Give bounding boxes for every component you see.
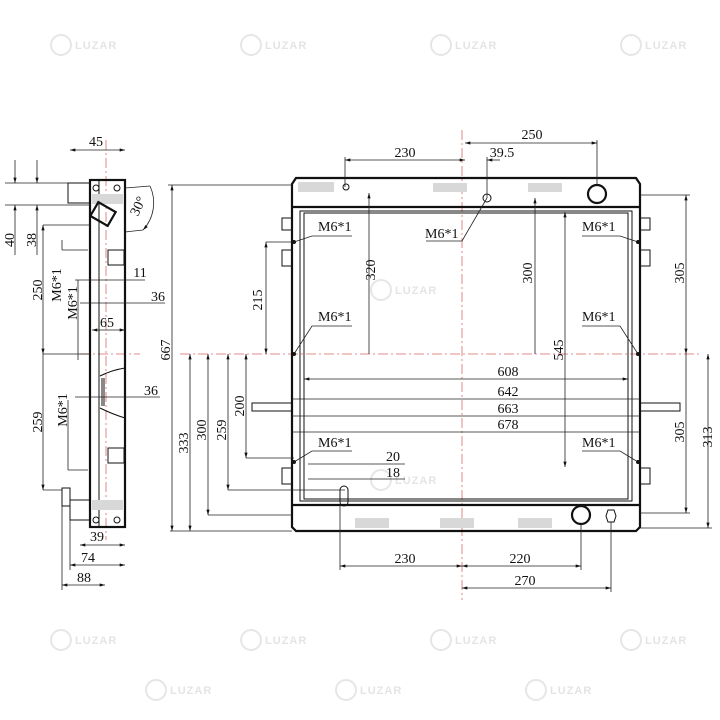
- dim-259: 259: [215, 420, 230, 441]
- dim-38: 38: [25, 233, 40, 247]
- thread-label: M6*1: [318, 220, 351, 235]
- dim-250: 250: [522, 128, 543, 143]
- watermark-text: LUZAR: [75, 635, 117, 647]
- dim-36: 36: [151, 290, 165, 305]
- watermark-logo-icon: [370, 279, 392, 301]
- thread-label: M6*1: [582, 436, 615, 451]
- watermark-logo-icon: [525, 679, 547, 701]
- watermark-text: LUZAR: [265, 40, 307, 52]
- front-view: M6*1 M6*1 M6*1 M6*1 M6*1 M6*1 M6*1 250 2…: [159, 128, 716, 600]
- dim-45: 45: [89, 135, 103, 150]
- dim-230: 230: [395, 146, 416, 161]
- watermark-logo-icon: [370, 469, 392, 491]
- dim-39: 39: [90, 530, 104, 545]
- thread-label: M6*1: [425, 227, 458, 242]
- watermark-logo-icon: [430, 34, 452, 56]
- watermark-text: LUZAR: [455, 635, 497, 647]
- watermark-logo-icon: [50, 629, 72, 651]
- dim-300: 300: [521, 263, 536, 284]
- watermark-logo-icon: [430, 629, 452, 651]
- thread-label: M6*1: [318, 310, 351, 325]
- dim-608: 608: [498, 365, 519, 380]
- watermark-logo-icon: [620, 629, 642, 651]
- dim-18: 18: [386, 466, 400, 481]
- watermark-layer: LUZAR LUZAR LUZAR LUZAR LUZAR LUZAR LUZAR LUZAR…: [50, 34, 687, 701]
- watermark-text: LUZAR: [395, 475, 437, 487]
- dim-667: 667: [159, 340, 174, 361]
- dim-259: 259: [31, 412, 46, 433]
- dim-545: 545: [552, 340, 567, 361]
- dim-305: 305: [673, 422, 688, 443]
- watermark-logo-icon: [240, 629, 262, 651]
- dim-20: 20: [386, 450, 400, 465]
- dim-65: 65: [100, 316, 114, 331]
- dim-230: 230: [395, 552, 416, 567]
- watermark-logo-icon: [620, 34, 642, 56]
- watermark-text: LUZAR: [550, 685, 592, 697]
- watermark-logo-icon: [335, 679, 357, 701]
- watermark-logo-icon: [50, 34, 72, 56]
- dim-250: 250: [31, 280, 46, 301]
- watermark-text: LUZAR: [395, 285, 437, 297]
- dim-36: 36: [144, 384, 158, 399]
- dim-11: 11: [133, 266, 146, 281]
- dim-39-5: 39.5: [490, 146, 515, 161]
- thread-label: M6*1: [582, 310, 615, 325]
- watermark-logo-icon: [145, 679, 167, 701]
- watermark-text: LUZAR: [645, 40, 687, 52]
- dim-663: 663: [498, 402, 519, 417]
- watermark-text: LUZAR: [75, 40, 117, 52]
- dim-305: 305: [673, 263, 688, 284]
- side-view: 45 40 38 250 M6*1 M6*1 259 M6*1 11 36 65…: [3, 135, 165, 590]
- dim-270: 270: [515, 574, 536, 589]
- dim-215: 215: [251, 290, 266, 311]
- watermark-logo-icon: [240, 34, 262, 56]
- dim-88: 88: [77, 571, 91, 586]
- watermark-text: LUZAR: [455, 40, 497, 52]
- dim-300: 300: [195, 420, 210, 441]
- thread-label: M6*1: [66, 286, 81, 319]
- dim-74: 74: [81, 551, 95, 566]
- dim-678: 678: [498, 418, 519, 433]
- watermark-text: LUZAR: [265, 635, 307, 647]
- dim-313: 313: [701, 427, 716, 448]
- thread-label: M6*1: [582, 220, 615, 235]
- thread-label: M6*1: [50, 268, 65, 301]
- thread-label: M6*1: [318, 436, 351, 451]
- dim-220: 220: [510, 552, 531, 567]
- watermark-text: LUZAR: [645, 635, 687, 647]
- watermark-text: LUZAR: [360, 685, 402, 697]
- dim-320: 320: [364, 260, 379, 281]
- thread-label: M6*1: [56, 393, 71, 426]
- dim-333: 333: [177, 433, 192, 454]
- angle-30: 30°: [128, 194, 150, 218]
- watermark-text: LUZAR: [170, 685, 212, 697]
- dim-642: 642: [498, 385, 519, 400]
- dim-40: 40: [3, 233, 18, 247]
- dim-200: 200: [233, 396, 248, 417]
